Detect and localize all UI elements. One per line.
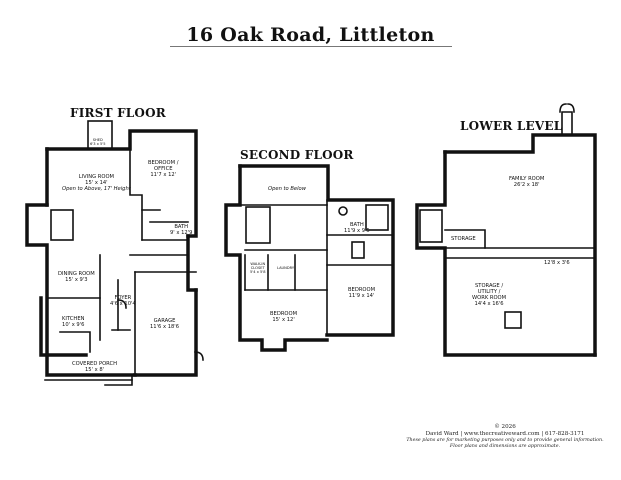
room-dims: 11'7 x 12' (150, 172, 177, 178)
room-name: BEDROOM (270, 311, 298, 317)
lower-level-walls (415, 133, 597, 357)
first-floor-walls (25, 129, 198, 377)
walk-in-closet-label: WALK-IN CLOSET 5'4 x 5'8 (250, 262, 266, 274)
covered-porch-label: COVERED PORCH 15' x 8' (72, 361, 117, 373)
hall-dims-label: 12'8 x 3'6 (544, 260, 570, 266)
open-to-below-label: Open to Below (268, 186, 306, 192)
foyer-label: FOYER 4'6 x 10'4 (110, 295, 136, 307)
footer: © 2026 David Ward | www.thecreativeward.… (395, 424, 615, 449)
lower-level-label: LOWER LEVEL (460, 119, 563, 133)
room-name: FAMILY ROOM (509, 176, 545, 182)
room-dims: 14'4 x 16'6 (474, 301, 504, 307)
second-bedroom-right-label: BEDROOM 11'9 x 14' (348, 287, 375, 299)
room-name: COVERED PORCH (72, 361, 118, 367)
copyright: © 2026 (494, 424, 516, 430)
dining-room-label: DINING ROOM 15' x 9'3 (58, 271, 95, 283)
family-room-label: FAMILY ROOM 26'2 x 18' (509, 176, 544, 188)
room-dims: 15' x 12' (272, 317, 295, 323)
room-dims: 15' x 8' (84, 367, 105, 373)
room-name: BEDROOM (348, 287, 376, 293)
room-name: FOYER (114, 295, 132, 301)
room-dims: 10' x 9'6 (62, 322, 85, 328)
page-title: 16 Oak Road, Littleton (186, 24, 435, 46)
second-bedroom-left-label: BEDROOM 15' x 12' (270, 311, 297, 323)
storage-label: STORAGE (451, 236, 476, 242)
room-dims: 11'9 x 9'5 (344, 228, 370, 234)
second-floor-interior (239, 199, 394, 336)
lower-level-interior (419, 103, 596, 329)
room-dims: 26'2 x 18' (513, 182, 540, 188)
room-note: Open to Above, 17' Height (62, 186, 131, 192)
room-name: DINING ROOM (58, 271, 95, 277)
contact-line: David Ward | www.thecreativeward.com | 6… (425, 431, 585, 437)
room-name: KITCHEN (62, 316, 85, 322)
second-bath-label: BATH 11'9 x 9'5 (344, 222, 370, 234)
shed-label: SHED 6'3 x 5'5 (90, 138, 106, 146)
disclaimer-line-1: These plans are for marketing purposes o… (406, 438, 604, 443)
garage-label: GARAGE 11'6 x 18'6 (150, 318, 179, 330)
disclaimer-line-2: Floor plans and dimensions are approxima… (449, 443, 561, 449)
room-name: STORAGE / UTILITY / WORK ROOM (472, 283, 507, 301)
room-dims: 4'6 x 10'4 (110, 301, 136, 307)
room-dims: 9' x 12'9 (170, 230, 193, 236)
room-name: BATH (349, 222, 364, 228)
room-name: BATH (174, 224, 189, 230)
room-dims: 11'9 x 14' (348, 293, 375, 299)
laundry-label: LAUNDRY (277, 266, 295, 270)
room-name: LIVING ROOM (78, 174, 115, 180)
second-floor-walls (224, 164, 395, 352)
room-dims: 11'6 x 18'6 (150, 324, 180, 330)
bedroom-office-label: BEDROOM / OFFICE 11'7 x 12' (148, 160, 178, 178)
title-underline (170, 46, 452, 47)
second-floor-label: SECOND FLOOR (240, 148, 354, 162)
first-floor-interior (44, 120, 204, 386)
room-name: BEDROOM / OFFICE (148, 160, 179, 172)
kitchen-label: KITCHEN 10' x 9'6 (62, 316, 84, 328)
first-floor-label: FIRST FLOOR (70, 106, 166, 120)
room-dims: 15' x 9'3 (65, 277, 88, 283)
room-name: GARAGE (153, 318, 176, 324)
first-bath-label: BATH 9' x 12'9 (170, 224, 192, 236)
storage-utility-label: STORAGE / UTILITY / WORK ROOM 14'4 x 16'… (472, 283, 506, 307)
living-room-label: LIVING ROOM 15' x 14' Open to Above, 17'… (62, 174, 131, 192)
room-dims: 15' x 14' (85, 180, 108, 186)
